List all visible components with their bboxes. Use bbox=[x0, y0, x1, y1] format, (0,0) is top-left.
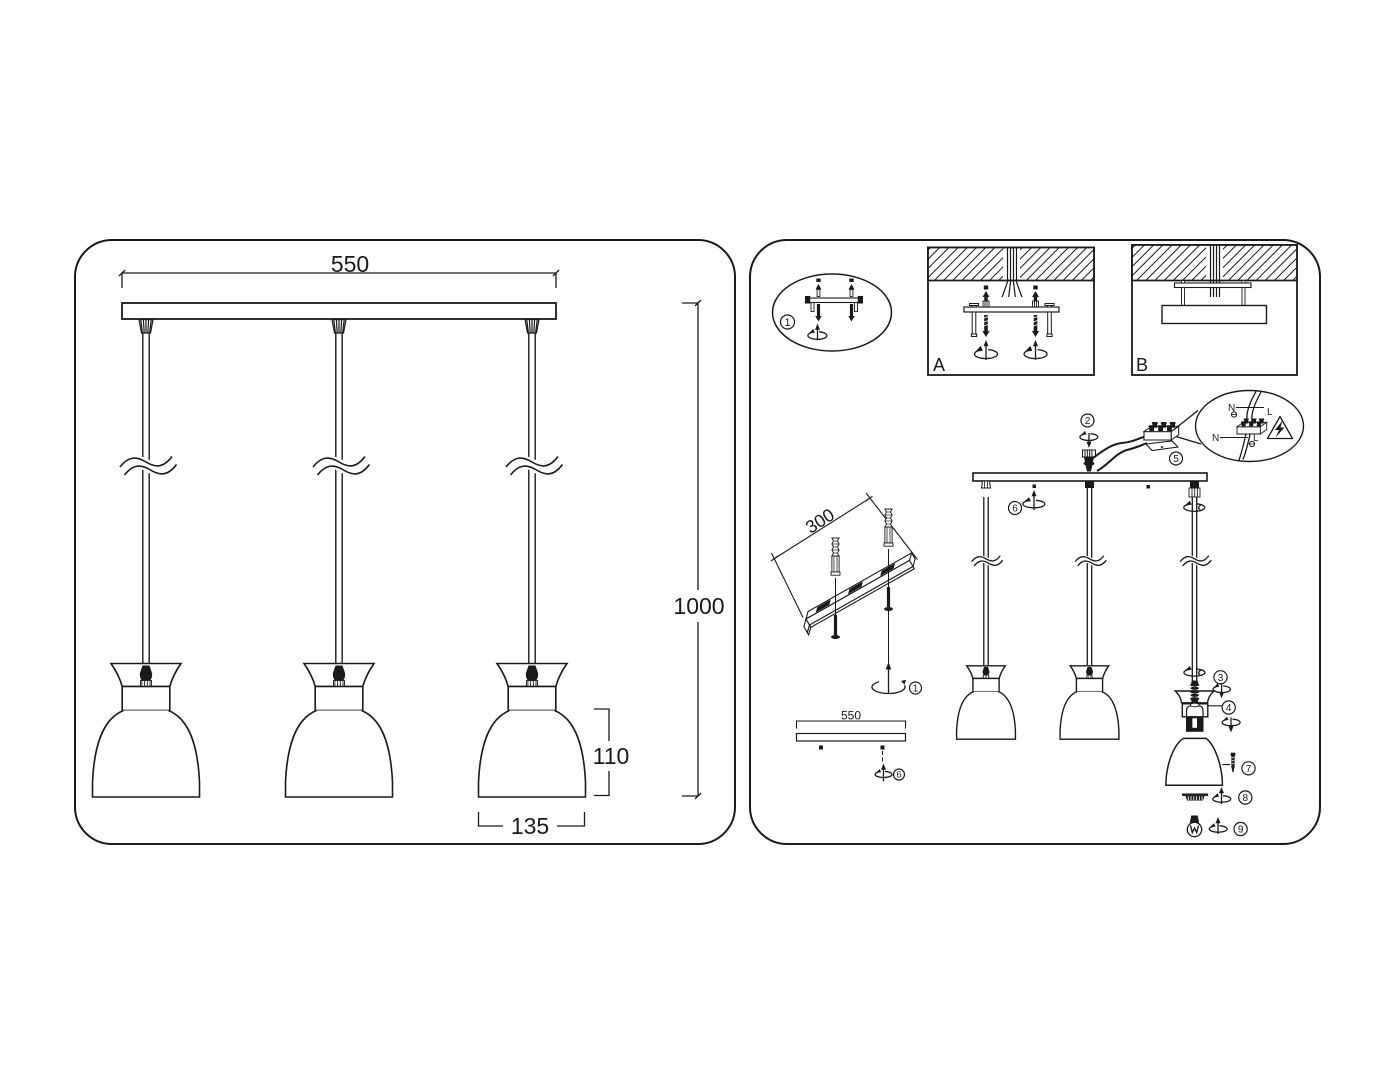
svg-text:N: N bbox=[1228, 403, 1235, 414]
svg-text:550: 550 bbox=[331, 251, 369, 277]
svg-text:1: 1 bbox=[784, 317, 790, 329]
svg-text:135: 135 bbox=[511, 813, 549, 839]
svg-text:7: 7 bbox=[1246, 764, 1252, 775]
svg-text:L: L bbox=[1267, 407, 1273, 418]
svg-text:3: 3 bbox=[1218, 673, 1224, 684]
svg-text:9: 9 bbox=[1238, 825, 1244, 836]
svg-text:L: L bbox=[1253, 433, 1259, 444]
svg-text:1000: 1000 bbox=[673, 593, 724, 619]
svg-text:6: 6 bbox=[1012, 504, 1018, 515]
svg-text:550: 550 bbox=[841, 709, 861, 723]
svg-text:5: 5 bbox=[1173, 454, 1179, 465]
svg-text:4: 4 bbox=[1226, 703, 1232, 714]
svg-text:110: 110 bbox=[593, 743, 630, 769]
svg-text:8: 8 bbox=[1243, 793, 1249, 804]
svg-text:1: 1 bbox=[913, 684, 919, 695]
svg-text:A: A bbox=[933, 355, 945, 375]
svg-text:N: N bbox=[1212, 433, 1219, 444]
svg-text:B: B bbox=[1136, 355, 1148, 375]
svg-text:6: 6 bbox=[896, 770, 901, 780]
svg-text:2: 2 bbox=[1085, 416, 1091, 427]
